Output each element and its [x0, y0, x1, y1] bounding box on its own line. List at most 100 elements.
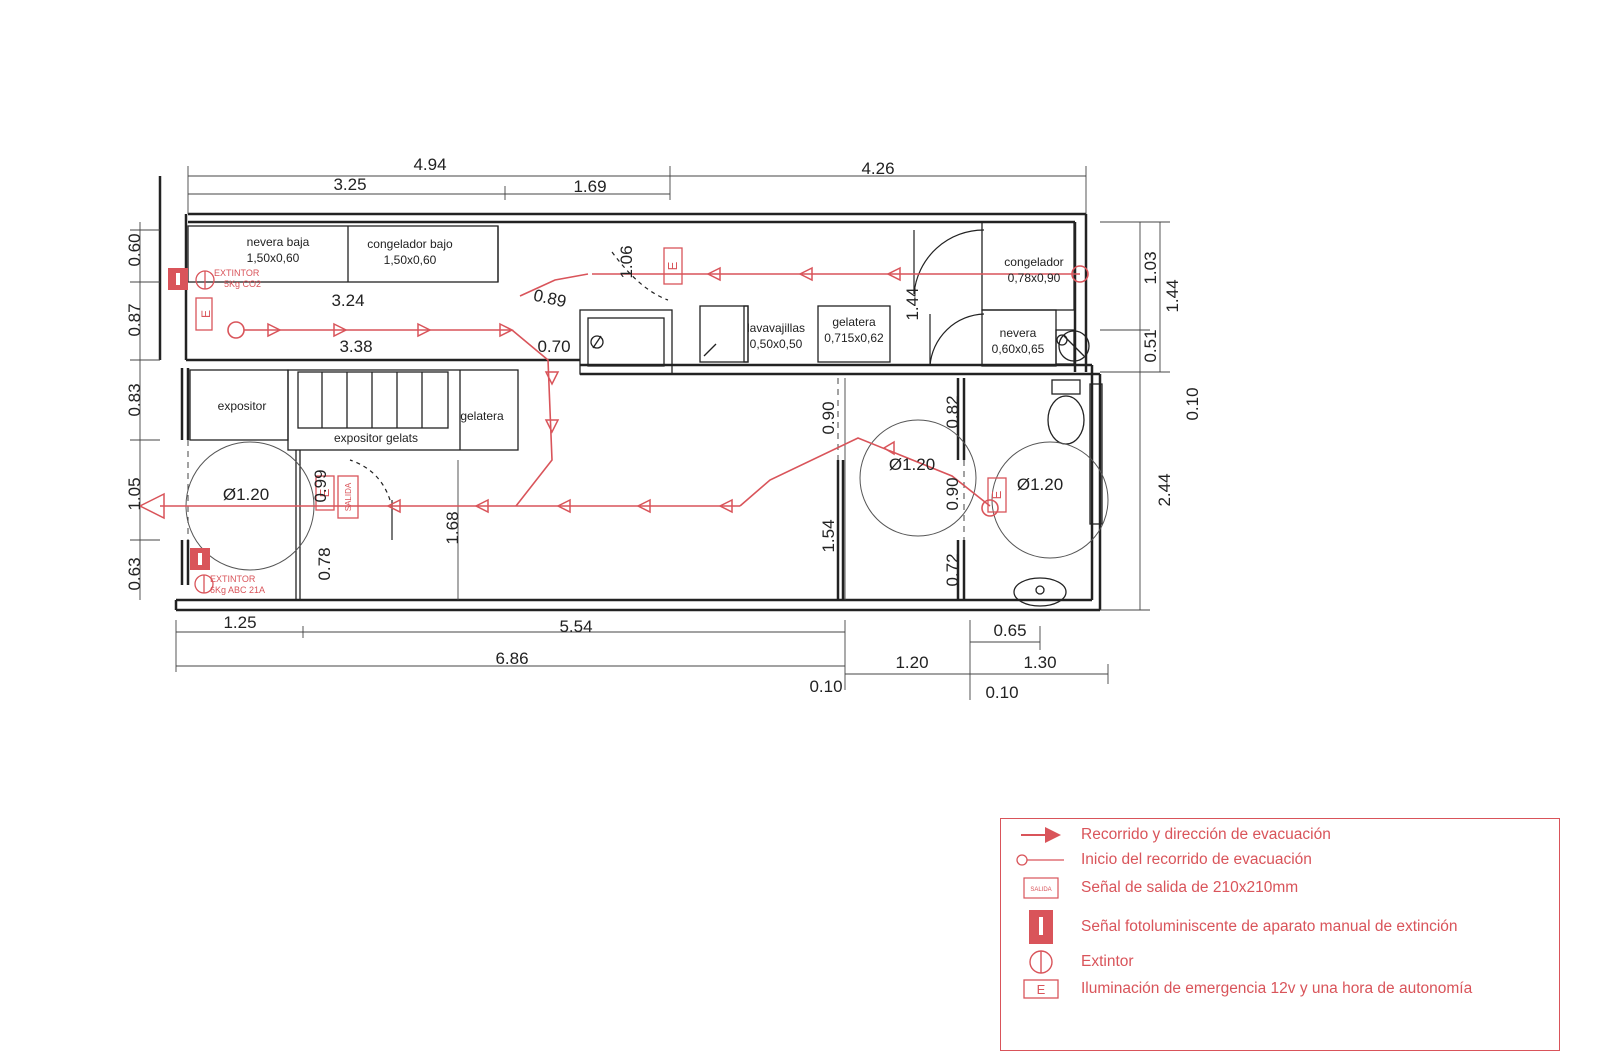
dim-inner-078: 0.78 — [315, 547, 334, 580]
route-arrow — [499, 322, 514, 338]
arrow-icon — [1001, 825, 1081, 845]
route-segment — [739, 437, 991, 507]
route-arrow — [636, 498, 651, 514]
dim-inner-090b: 0.90 — [943, 477, 962, 510]
exit-arrow — [138, 492, 165, 520]
dim-left-060: 0.60 — [125, 233, 144, 266]
emergency-light-icon — [987, 477, 1007, 513]
label-lavavajillas-size: 0,50x0,50 — [750, 337, 803, 351]
dim-left-063: 0.63 — [125, 557, 144, 590]
legend-item-route: Recorrido y dirección de evacuación — [1001, 825, 1331, 845]
legend-item-salida: SALIDA Señal de salida de 210x210mm — [1001, 877, 1298, 899]
counters — [187, 221, 1103, 607]
legend: Recorrido y dirección de evacuación Inic… — [1000, 818, 1560, 1051]
circle-label-3: Ø1.20 — [1017, 475, 1063, 494]
label-expositor: expositor — [218, 399, 267, 413]
extinguisher-icon — [1001, 949, 1081, 975]
label-lavavajillas: lavavajillas — [747, 321, 805, 335]
legend-text-extinguisher-sign: Señal fotoluminiscente de aparato manual… — [1081, 918, 1458, 935]
guide-lines — [187, 378, 965, 540]
label-gelatera-shop: gelatera — [460, 409, 504, 423]
legend-text-emergency-light: Iluminación de emergencia 12v y una hora… — [1081, 980, 1473, 997]
route-start-circle — [1071, 265, 1089, 283]
dim-inner-090a: 0.90 — [819, 401, 838, 434]
route-arrow — [544, 371, 560, 386]
route-arrow — [544, 419, 560, 434]
route-start-circle — [227, 321, 245, 339]
label-nevera: nevera — [1000, 326, 1037, 340]
label-expositor-gelats: expositor gelats — [334, 431, 418, 445]
extintor-bottom-label-2: 6Kg ABC 21A — [210, 585, 265, 595]
route-start-circle — [981, 499, 999, 517]
salida-sign-icon — [337, 475, 359, 519]
legend-text-extinguisher: Extintor — [1081, 953, 1134, 970]
dim-right-103: 1.03 — [1141, 251, 1160, 284]
legend-text-route: Recorrido y dirección de evacuación — [1081, 826, 1331, 843]
route-arrow — [556, 498, 571, 514]
dim-bottom-686: 6.86 — [495, 649, 528, 668]
extintor-bottom-label-1: EXTINTOR — [210, 574, 256, 584]
legend-item-start: Inicio del recorrido de evacuación — [1001, 851, 1312, 869]
legend-item-extinguisher: Extintor — [1001, 949, 1134, 975]
emergency-light-icon — [195, 297, 213, 331]
route-arrow — [386, 498, 401, 514]
route-arrow — [417, 322, 432, 338]
emergency-light-icon — [663, 247, 683, 285]
evacuation-routes — [160, 265, 1089, 517]
route-arrow — [474, 498, 489, 514]
emergency-light-label: E — [317, 488, 332, 497]
emergency-light-label: E — [199, 310, 213, 318]
circle-start-icon — [1001, 852, 1081, 868]
dim-bottom-130: 1.30 — [1023, 653, 1056, 672]
circle-label-2: Ø1.20 — [889, 455, 935, 474]
label-nevera-baja: nevera baja — [247, 235, 310, 249]
label-congelador-size: 0,78x0,90 — [1008, 271, 1061, 285]
route-segment — [519, 273, 589, 297]
dim-left-105: 1.05 — [125, 477, 144, 510]
route-segment — [511, 329, 553, 507]
dim-left-083: 0.83 — [125, 383, 144, 416]
emergency-light-icon — [315, 475, 335, 511]
dim-right-051: 0.51 — [1141, 329, 1160, 362]
label-gelatera-kitchen-size: 0,715x0,62 — [824, 331, 884, 345]
dim-inner-154: 1.54 — [819, 519, 838, 552]
evacuation-arrows — [138, 266, 901, 520]
dim-bottom-554: 5.54 — [559, 617, 592, 636]
salida-sign-label: SALIDA — [344, 482, 353, 511]
dim-inner-168: 1.68 — [443, 511, 462, 544]
legend-item-emergency-light: E Iluminación de emergencia 12v y una ho… — [1001, 979, 1472, 999]
dim-right-010: 0.10 — [1183, 387, 1202, 420]
label-congelador: congelador — [1004, 255, 1063, 269]
dim-inner-082: 0.82 — [943, 395, 962, 428]
dim-bottom-125: 1.25 — [223, 613, 256, 632]
emergency-light-icon: E — [1001, 979, 1081, 999]
extinguisher-sign-icon — [1001, 909, 1081, 945]
label-congelador-bajo: congelador bajo — [367, 237, 453, 251]
dim-inner-324: 3.24 — [331, 291, 364, 310]
dim-bottom-065: 0.65 — [993, 621, 1026, 640]
circle-label-1: Ø1.20 — [223, 485, 269, 504]
route-arrow — [886, 266, 901, 282]
dim-inner-144: 1.44 — [903, 287, 922, 320]
dim-left-087: 0.87 — [125, 303, 144, 336]
extintor-top-label-2: 5Kg CO2 — [224, 279, 261, 289]
legend-text-start: Inicio del recorrido de evacuación — [1081, 851, 1312, 868]
label-gelatera-kitchen: gelatera — [832, 315, 876, 329]
route-arrow — [333, 322, 348, 338]
dim-top-left-a: 3.25 — [333, 175, 366, 194]
doors — [349, 229, 985, 540]
dim-top-total-left: 4.94 — [413, 155, 446, 174]
dim-top-left-b: 1.69 — [573, 177, 606, 196]
emergency-light-label: E — [665, 261, 680, 270]
route-arrow — [706, 266, 721, 282]
route-arrow — [267, 322, 282, 338]
emergency-light-icon-text: E — [1037, 982, 1046, 997]
furniture-labels: nevera baja 1,50x0,60 congelador bajo 1,… — [218, 235, 1064, 445]
dim-right-244: 2.44 — [1155, 473, 1174, 506]
safety-icons: EXTINTOR 5Kg CO2 EXTINTOR 6Kg ABC 21A E … — [168, 247, 1007, 595]
route-arrow — [718, 498, 733, 514]
dim-bottom-120: 1.20 — [895, 653, 928, 672]
dim-inner-338: 3.38 — [339, 337, 372, 356]
route-arrow — [798, 266, 813, 282]
